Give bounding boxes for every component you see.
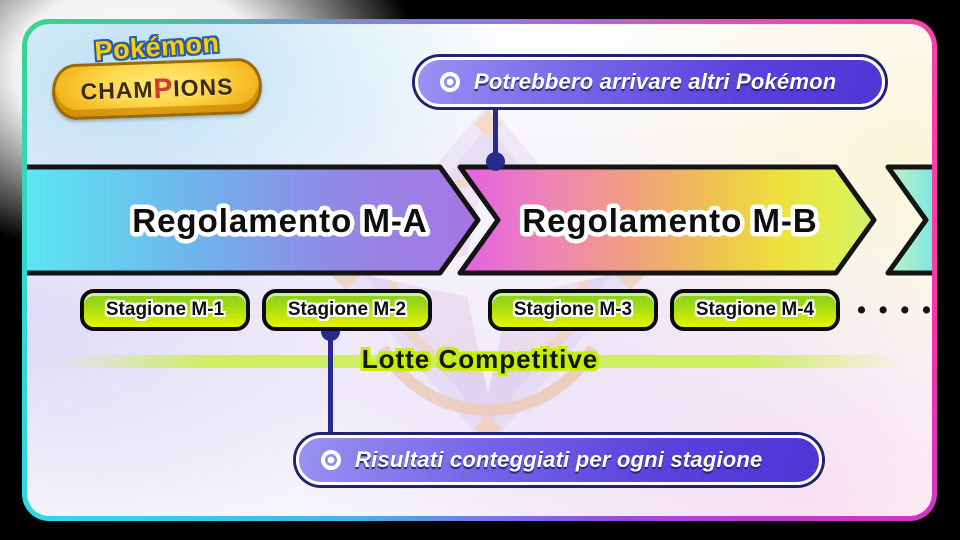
regulation-banner-ma bbox=[27, 164, 481, 276]
champions-text-pre: CHAM bbox=[80, 75, 154, 105]
season-pill-m3: Stagione M-3 bbox=[488, 289, 658, 331]
regulation-banner-next bbox=[885, 164, 932, 276]
season-m1-label: Stagione M-1 bbox=[105, 299, 225, 320]
champions-text-post: IONS bbox=[172, 72, 234, 101]
season-pill-m4: Stagione M-4 bbox=[670, 289, 840, 331]
regulation-banner-mb bbox=[457, 164, 877, 276]
top-connector-dot bbox=[486, 152, 505, 171]
top-connector-line bbox=[493, 103, 498, 158]
callout-more-pokemon: Potrebbero arrivare altri Pokémon bbox=[415, 57, 885, 107]
callout-season-results-label: Risultati conteggiati per ogni stagione bbox=[355, 447, 763, 472]
more-seasons-ellipsis: • • • • bbox=[857, 295, 934, 324]
bullseye-icon bbox=[321, 450, 341, 470]
callout-season-results: Risultati conteggiati per ogni stagione bbox=[296, 435, 822, 485]
bottom-connector-line bbox=[328, 331, 333, 437]
caption-highlight-bar bbox=[58, 355, 902, 368]
callout-more-pokemon-label: Potrebbero arrivare altri Pokémon bbox=[474, 69, 837, 94]
season-m4-label: Stagione M-4 bbox=[695, 299, 815, 320]
regulation-mb-label: Regolamento M-B bbox=[522, 202, 818, 239]
season-m2-label: Stagione M-2 bbox=[287, 299, 407, 320]
bullseye-icon bbox=[440, 72, 460, 92]
season-m3-label: Stagione M-3 bbox=[513, 299, 633, 320]
season-pill-m2: Stagione M-2 bbox=[262, 289, 432, 331]
champions-pokeball-p: P bbox=[152, 72, 174, 105]
regulation-ma-label: Regolamento M-A bbox=[132, 202, 428, 239]
caption-label: Lotte Competitive bbox=[361, 344, 599, 374]
season-pill-m1: Stagione M-1 bbox=[80, 289, 250, 331]
